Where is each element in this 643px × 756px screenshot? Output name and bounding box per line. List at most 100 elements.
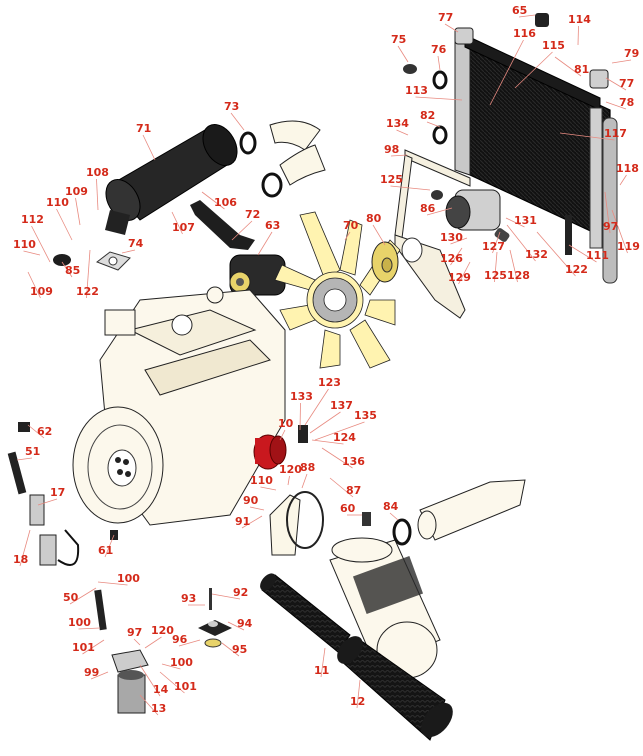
leader-line-115 xyxy=(514,51,553,89)
callout-label-60: 60 xyxy=(340,502,356,515)
leader-line-95 xyxy=(221,642,240,657)
leader-line-108 xyxy=(96,178,99,211)
callout-label-12: 12 xyxy=(350,695,366,708)
air-inlet-hose xyxy=(417,479,526,541)
leader-line-98 xyxy=(390,154,408,157)
callout-label-106: 106 xyxy=(214,196,237,209)
leader-line-110a xyxy=(56,208,73,241)
callout-label-128: 128 xyxy=(507,269,530,282)
leader-line-77a xyxy=(444,23,459,33)
engine-mount xyxy=(198,588,232,648)
leader-line-125a xyxy=(390,185,431,191)
leader-line-87 xyxy=(329,477,354,498)
callout-label-70: 70 xyxy=(343,219,359,232)
callout-label-113: 113 xyxy=(405,84,428,97)
sensor-bracket xyxy=(298,425,308,443)
leader-line-112 xyxy=(31,225,51,263)
leader-line-124 xyxy=(311,439,344,445)
leader-line-119 xyxy=(611,209,628,254)
callout-label-95: 95 xyxy=(232,643,248,656)
leader-line-123 xyxy=(304,388,329,426)
leader-line-74 xyxy=(121,249,136,254)
callout-label-111: 111 xyxy=(586,249,609,262)
leader-line-100a xyxy=(97,581,128,586)
leader-line-12 xyxy=(356,679,361,709)
leader-line-129 xyxy=(458,261,471,285)
bracket-75 xyxy=(403,64,417,74)
leader-line-109a xyxy=(75,197,81,226)
callout-label-71: 71 xyxy=(136,122,152,135)
leader-line-96 xyxy=(178,639,201,647)
intake-hose xyxy=(239,120,326,198)
callout-label-123: 123 xyxy=(318,376,341,389)
callout-label-94: 94 xyxy=(237,617,253,630)
callout-label-137: 137 xyxy=(330,399,353,412)
leader-line-82 xyxy=(426,121,441,128)
leader-line-126 xyxy=(450,247,463,266)
fitting-127 xyxy=(494,228,510,242)
sensor-62 xyxy=(18,422,30,432)
callout-label-72: 72 xyxy=(245,208,261,221)
callout-label-84: 84 xyxy=(383,500,399,513)
callout-label-120b: 120 xyxy=(151,624,174,637)
callout-label-98: 98 xyxy=(384,143,400,156)
leader-line-13 xyxy=(139,694,159,716)
callout-label-116: 116 xyxy=(513,27,536,40)
leader-line-113 xyxy=(415,96,463,101)
callout-label-110c: 110 xyxy=(250,474,273,487)
muffler xyxy=(105,124,238,235)
leader-line-130 xyxy=(450,237,468,245)
muffler-gasket xyxy=(95,251,131,271)
leader-line-100b xyxy=(78,627,101,630)
callout-label-134: 134 xyxy=(386,117,409,130)
leader-line-72 xyxy=(231,220,253,241)
callout-label-110b: 110 xyxy=(13,238,36,251)
leader-line-114 xyxy=(577,25,579,46)
callout-label-132: 132 xyxy=(525,248,548,261)
callout-label-65: 65 xyxy=(512,4,528,17)
callout-label-100c: 100 xyxy=(170,656,193,669)
callout-label-77a: 77 xyxy=(438,11,454,24)
leader-line-137 xyxy=(309,411,341,434)
callout-label-50: 50 xyxy=(63,591,79,604)
callout-label-80: 80 xyxy=(366,212,382,225)
fan-shroud-bracket xyxy=(269,491,324,556)
leader-line-110b xyxy=(23,250,41,256)
flywheel xyxy=(72,406,164,524)
callout-label-81: 81 xyxy=(574,63,590,76)
callout-label-109a: 109 xyxy=(65,185,88,198)
callout-label-18: 18 xyxy=(13,553,29,566)
leader-line-125b xyxy=(494,251,498,283)
callout-label-122b: 122 xyxy=(565,263,588,276)
leader-line-90 xyxy=(249,506,265,511)
fitting-125 xyxy=(431,190,443,200)
leader-line-14 xyxy=(139,664,161,697)
callout-label-96: 96 xyxy=(172,633,188,646)
leader-line-122b xyxy=(536,231,576,277)
callout-label-73: 73 xyxy=(224,100,240,113)
radiator-cap xyxy=(535,13,549,27)
hose-50 xyxy=(94,589,107,631)
hydraulic-pump xyxy=(445,189,501,231)
elbow-fitting-right xyxy=(589,69,609,89)
callout-label-86: 86 xyxy=(420,202,436,215)
leader-line-107 xyxy=(171,211,183,235)
callout-label-130: 130 xyxy=(440,231,463,244)
sensor-60 xyxy=(362,512,371,526)
leader-lines xyxy=(16,14,632,716)
leader-line-91 xyxy=(241,515,263,529)
leader-line-51 xyxy=(16,457,33,461)
callout-label-87: 87 xyxy=(346,484,362,497)
leader-line-50 xyxy=(69,587,97,605)
callout-label-11: 11 xyxy=(314,664,330,677)
fuel-pump-17 xyxy=(29,494,80,566)
leader-line-109b xyxy=(27,271,41,299)
callout-label-129: 129 xyxy=(448,271,471,284)
callout-label-88: 88 xyxy=(300,461,316,474)
leader-line-132 xyxy=(506,224,536,262)
leader-line-71 xyxy=(142,134,156,161)
hose-51 xyxy=(7,451,27,495)
leader-line-111 xyxy=(568,244,597,263)
leader-line-79 xyxy=(611,59,632,64)
callout-label-108: 108 xyxy=(86,166,109,179)
